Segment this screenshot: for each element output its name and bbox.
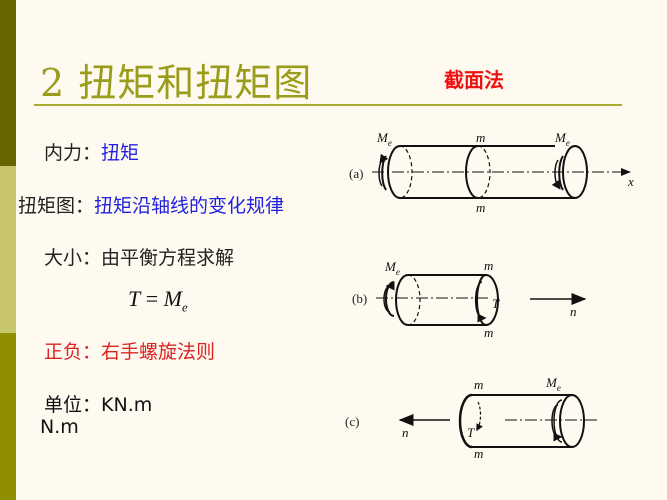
title-underline bbox=[34, 104, 622, 106]
sign-rule-value: 右手螺旋法则 bbox=[101, 341, 216, 363]
svg-text:m: m bbox=[474, 446, 483, 461]
sign-rule-label: 正负： bbox=[44, 341, 102, 363]
method-label: 截面法 bbox=[444, 68, 504, 92]
sidebar-segment-mid bbox=[0, 333, 16, 500]
slide-title: 2 扭矩和扭矩图 bbox=[40, 61, 313, 105]
svg-text:(a): (a) bbox=[349, 166, 363, 181]
svg-text:Me: Me bbox=[545, 375, 561, 393]
units-value-kn: KN.m bbox=[101, 394, 153, 416]
figure-c: (c) Me m m T n bbox=[345, 375, 598, 461]
sign-rule-line: 正负：右手螺旋法则 bbox=[44, 337, 215, 364]
svg-text:n: n bbox=[570, 304, 577, 319]
torque-equation: T = Me bbox=[128, 286, 188, 315]
svg-text:Me: Me bbox=[384, 259, 400, 277]
svg-text:(c): (c) bbox=[345, 414, 359, 429]
magnitude-label: 大小： bbox=[44, 247, 102, 269]
svg-text:m: m bbox=[476, 130, 485, 145]
units-value-n: N.m bbox=[40, 416, 79, 438]
magnitude-value: 由平衡方程求解 bbox=[101, 247, 235, 269]
svg-text:(b): (b) bbox=[352, 291, 367, 306]
sidebar-segment-light bbox=[0, 166, 16, 333]
internal-force-line: 内力：扭矩 bbox=[44, 138, 139, 165]
internal-force-label: 内力： bbox=[44, 142, 102, 164]
svg-text:Me: Me bbox=[376, 130, 392, 148]
units-line: 单位：KN.m bbox=[44, 390, 152, 417]
svg-text:m: m bbox=[474, 377, 483, 392]
svg-text:x: x bbox=[627, 174, 634, 189]
sidebar-segment-dark bbox=[0, 0, 16, 166]
torque-diagram-line: 扭矩图：扭矩沿轴线的变化规律 bbox=[18, 191, 284, 218]
figure-a: (a) Me Me m m x bbox=[349, 130, 634, 215]
torque-diagram-label: 扭矩图： bbox=[18, 195, 95, 217]
figure-b: (b) Me m m T n bbox=[352, 258, 587, 340]
magnitude-line: 大小：由平衡方程求解 bbox=[44, 243, 234, 270]
internal-force-value: 扭矩 bbox=[101, 142, 140, 164]
torque-diagram-value: 扭矩沿轴线的变化规律 bbox=[94, 195, 285, 217]
svg-text:T: T bbox=[492, 296, 500, 311]
svg-text:Me: Me bbox=[554, 130, 570, 148]
units-label: 单位： bbox=[44, 394, 102, 416]
svg-text:n: n bbox=[402, 425, 409, 440]
svg-text:m: m bbox=[484, 258, 493, 273]
svg-text:m: m bbox=[484, 325, 493, 340]
svg-text:m: m bbox=[476, 200, 485, 215]
svg-text:T: T bbox=[467, 425, 475, 440]
